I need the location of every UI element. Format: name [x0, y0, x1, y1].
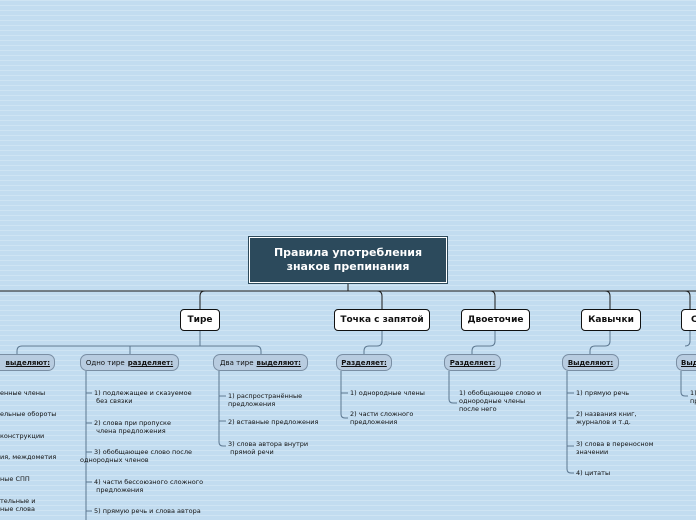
subtopic-one-dash-prefix: Одно тире: [85, 358, 125, 367]
leaf-partial-right-1-line-1: 1): [690, 389, 696, 397]
leaf-one-dash-4-line-2: предложения: [96, 486, 144, 494]
leaf-one-dash-2[interactable]: 2) слова при пропуске члена предложения: [94, 419, 171, 435]
subtopic-dash-left-verb: выделяют:: [5, 358, 50, 367]
leaf-dash-left-6-line-1: тельные и: [0, 497, 36, 505]
leaf-one-dash-4[interactable]: 4) части бессоюзного сложного предложени…: [94, 478, 203, 494]
central-topic-line-1: Правила употребления: [273, 246, 423, 259]
topic-semicolon-label: Точка с запятой: [340, 315, 424, 325]
topic-partial-right-label: С: [691, 315, 696, 325]
subtopic-partial-right-label: Выд: [681, 358, 696, 367]
leaf-quotes-2-line-1: 2) названия книг,: [576, 410, 637, 418]
leaf-dash-left-3[interactable]: конструкции: [0, 432, 45, 440]
subtopic-two-dashes-verb: выделяют:: [256, 358, 301, 367]
leaf-two-dashes-3[interactable]: 3) слова автора внутри прямой речи: [228, 440, 308, 456]
leaf-dash-left-6-line-2: ные слова: [0, 505, 35, 513]
leaf-two-dashes-3-line-2: прямой речи: [230, 448, 274, 456]
subtopic-partial-right[interactable]: Выд: [676, 354, 696, 371]
leaf-one-dash-4-line-1: 4) части бессоюзного сложного: [94, 478, 204, 486]
leaf-quotes-4[interactable]: 4) цитаты: [576, 469, 611, 477]
leaf-dash-left-5[interactable]: ные СПП: [0, 475, 30, 483]
leaf-one-dash-3-line-1: 3) обобщающее слово после: [94, 448, 193, 456]
subtopic-one-dash-verb: разделяет:: [127, 358, 174, 367]
leaf-dash-left-2[interactable]: ельные обороты: [0, 410, 57, 418]
leaf-one-dash-1-line-1: 1) подлежащее и сказуемое: [94, 389, 192, 397]
leaf-dash-left-1[interactable]: енные члены: [0, 389, 46, 397]
leaf-quotes-1[interactable]: 1) прямую речь: [576, 389, 630, 397]
topic-semicolon[interactable]: Точка с запятой: [334, 309, 430, 331]
leaf-one-dash-2-line-2: члена предложения: [96, 427, 166, 435]
topic-dash-label: Тире: [187, 315, 213, 325]
leaf-partial-right-1-line-2: пр: [690, 397, 696, 405]
leaf-quotes-2-line-2: журналов и т.д.: [576, 418, 631, 426]
leaf-one-dash-1-line-2: без связки: [96, 397, 133, 405]
subtopic-dash-left[interactable]: выделяют:: [0, 354, 55, 371]
leaf-two-dashes-3-line-1: 3) слова автора внутри: [228, 440, 309, 448]
subtopic-colon-label: Разделяет:: [449, 358, 496, 367]
leaf-quotes-2[interactable]: 2) названия книг,журналов и т.д.: [576, 410, 637, 426]
subtopic-semicolon[interactable]: Разделяет:: [336, 354, 392, 371]
subtopic-quotes-label: Выделяют:: [567, 358, 614, 367]
leaf-colon-1-line-3: после него: [459, 405, 497, 413]
leaf-colon-1-line-1: 1) обобщающее слово и: [459, 389, 542, 397]
subtopic-colon[interactable]: Разделяет:: [444, 354, 501, 371]
leaf-dash-left-4[interactable]: ия, междометия: [0, 453, 57, 461]
leaf-semicolon-1[interactable]: 1) однородные члены: [350, 389, 425, 397]
topic-colon-label: Двоеточие: [467, 315, 524, 325]
topic-dash[interactable]: Тире: [180, 309, 220, 331]
topic-quotes[interactable]: Кавычки: [581, 309, 641, 331]
leaf-semicolon-2-line-1: 2) части сложного: [350, 410, 414, 418]
leaf-semicolon-2-line-2: предложения: [350, 418, 398, 426]
topic-colon[interactable]: Двоеточие: [461, 309, 530, 331]
leaf-one-dash-5[interactable]: 5) прямую речь и слова автора: [94, 507, 201, 515]
subtopic-two-dashes-prefix: Два тире: [220, 358, 254, 367]
subtopic-quotes[interactable]: Выделяют:: [562, 354, 619, 371]
topic-partial-right[interactable]: С: [681, 309, 696, 331]
leaf-two-dashes-1-line-2: предложения: [228, 400, 276, 408]
leaf-two-dashes-2[interactable]: 2) вставные предложения: [228, 418, 319, 426]
leaf-colon-1-line-2: однородные члены: [459, 397, 526, 405]
topic-quotes-label: Кавычки: [588, 315, 634, 325]
leaf-one-dash-1[interactable]: 1) подлежащее и сказуемое без связки: [94, 389, 192, 405]
leaf-partial-right-1[interactable]: 1)пр: [690, 389, 696, 405]
leaf-quotes-3-line-1: 3) слова в переносном: [576, 440, 654, 448]
subtopic-semicolon-label: Разделяет:: [341, 358, 387, 367]
leaf-two-dashes-1-line-1: 1) распространённые: [228, 392, 303, 400]
leaf-one-dash-2-line-1: 2) слова при пропуске: [94, 419, 171, 427]
leaf-one-dash-3-line-2: однородных членов: [80, 456, 149, 464]
leaf-quotes-3-line-2: значении: [576, 448, 609, 456]
central-topic-line-2: знаков препинания: [286, 260, 410, 273]
